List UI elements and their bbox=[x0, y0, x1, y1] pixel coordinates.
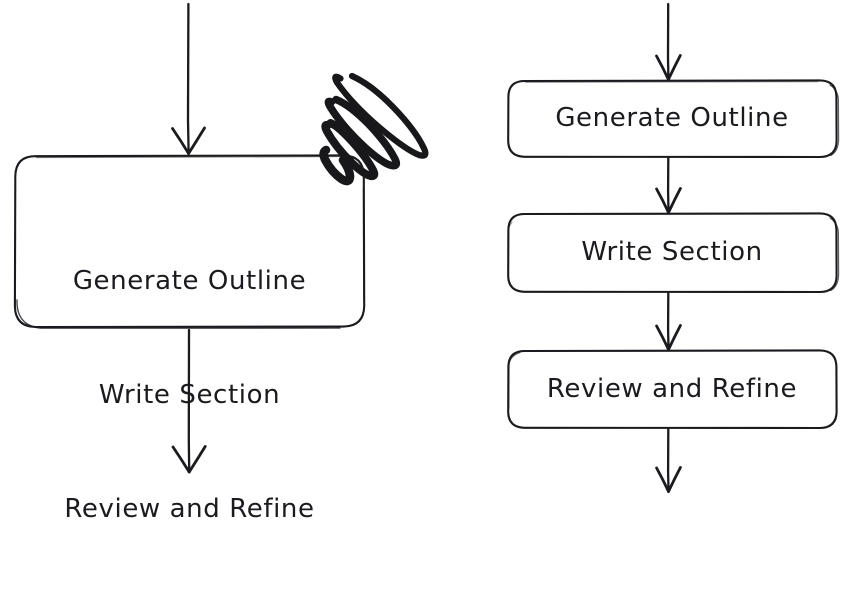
node-review-and-refine-shape[interactable] bbox=[507, 349, 838, 430]
connector-outline-to-write bbox=[655, 156, 682, 214]
right-diagram-group bbox=[507, 2, 840, 493]
sketch-layer bbox=[13, 2, 840, 493]
inbound-arrow-left bbox=[171, 2, 206, 155]
node-write-section-shape[interactable] bbox=[507, 212, 840, 294]
node-generate-outline-shape[interactable] bbox=[507, 79, 840, 159]
left-diagram-group bbox=[13, 2, 429, 474]
outbound-arrow-right bbox=[655, 427, 682, 493]
merged-node-shape[interactable] bbox=[13, 154, 366, 329]
inbound-arrow-right bbox=[655, 2, 682, 81]
outbound-arrow-left bbox=[171, 328, 207, 474]
diagram-canvas: Generate Outline Write Section Review an… bbox=[13, 2, 840, 524]
scribble-annotation bbox=[319, 72, 429, 186]
connector-write-to-review bbox=[655, 291, 682, 351]
